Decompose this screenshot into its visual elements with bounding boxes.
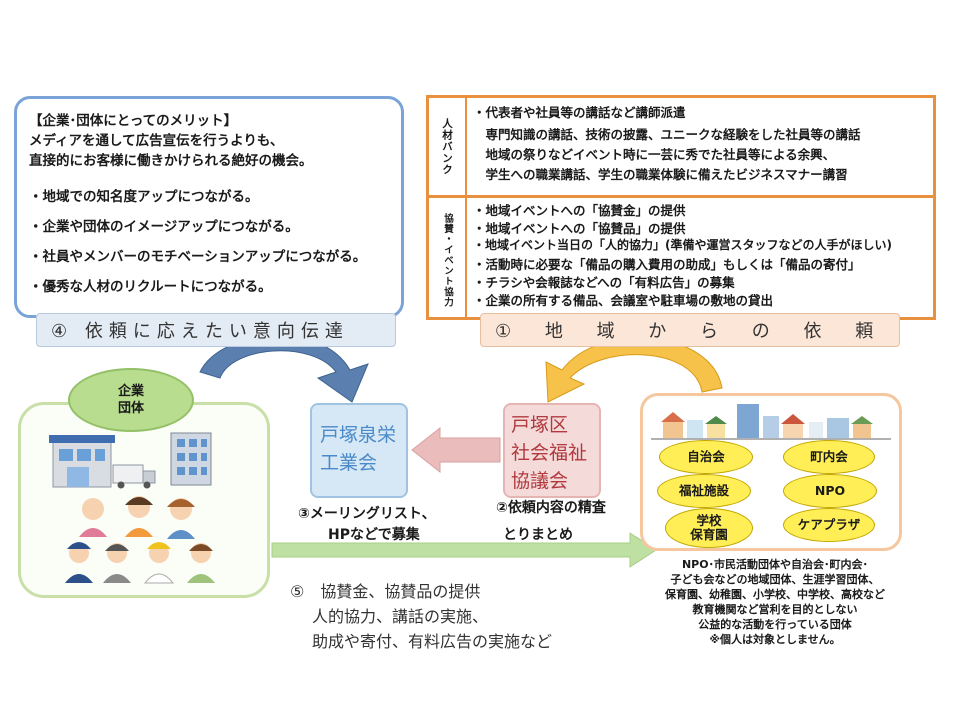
- town-skyline-icon: [651, 404, 891, 440]
- footnote-line: 教育機関など営利を目的としない: [692, 603, 858, 616]
- step5-line2: 人的協力、講話の実施、: [312, 607, 489, 626]
- step3-line2: HPなどで募集: [328, 527, 420, 543]
- company-group-oval: 企業 団体: [68, 368, 194, 432]
- step2-line2: とりまとめ: [503, 527, 573, 543]
- community-org-jichikai: 自治会: [659, 440, 753, 474]
- benefit-item: ・企業や団体のイメージアップにつながる。: [29, 219, 299, 235]
- request-line: ・地域イベントへの「協賛金」の提供: [473, 203, 686, 218]
- request-line: ・チラシや会報誌などへの「有料広告」の募集: [473, 275, 735, 290]
- footnote-line: 子ども会などの地域団体、生涯学習団体、: [670, 573, 880, 586]
- community-org-care-plaza: ケアプラザ: [783, 508, 875, 542]
- request-line: 地域の祭りなどイベント時に一芸に秀でた社員等による余興、: [473, 147, 836, 162]
- request-line: ・代表者や社員等の講話など講師派遣: [473, 105, 686, 120]
- request-line: 学生への職業講話、学生の職業体験に備えたビジネスマナー講習: [473, 167, 848, 182]
- requests-horizontal-divider: [429, 195, 933, 198]
- step2-line1: ②依頼内容の精査: [496, 500, 606, 516]
- request-line: 専門知識の講話、技術の披露、ユニークな経験をした社員等の講話: [473, 127, 861, 142]
- request-line: ・活動時に必要な「備品の購入費用の助成」もしくは「備品の寄付」: [473, 257, 861, 272]
- shakyo-line2: 社会福祉: [511, 442, 588, 464]
- pink-arrow: [411, 426, 501, 474]
- green-arrow: [271, 532, 657, 568]
- benefit-item: ・地域での知名度アップにつながる。: [29, 189, 259, 205]
- footnote-line: 公益的な活動を行っている団体: [698, 618, 852, 631]
- requests-callout: 人材バンク 協賛・イベント協力 ・代表者や社員等の講話など講師派遣 専門知識の講…: [426, 95, 936, 320]
- benefits-intro-line2: 直接的にお客様に働きかけられる絶好の機会。: [29, 153, 313, 169]
- community-org-npo: NPO: [783, 474, 877, 508]
- jinzai-bank-label: 人材バンク: [441, 118, 453, 176]
- shakyo-line3: 協議会: [511, 470, 569, 492]
- truck-icon: [112, 464, 156, 489]
- community-org-school: 学校 保育園: [665, 508, 753, 548]
- community-groups-box: 自治会 町内会 福祉施設 NPO 学校 保育園 ケアプラザ: [640, 393, 902, 551]
- requests-vertical-divider: [465, 98, 467, 317]
- totsuka-line1: 戸塚泉栄: [320, 424, 397, 446]
- community-org-chonaikai: 町内会: [783, 440, 875, 474]
- benefit-item: ・優秀な人材のリクルートにつながる。: [29, 279, 272, 295]
- request-line: ・企業の所有する備品、会議室や駐車場の敷地の貸出: [473, 293, 774, 308]
- social-welfare-council-box: 戸塚区 社会福祉 協議会: [503, 403, 601, 498]
- totsuka-industry-association-box: 戸塚泉栄 工業会: [310, 403, 408, 498]
- community-org-welfare-facility: 福祉施設: [657, 474, 751, 508]
- shakyo-line1: 戸塚区: [511, 414, 569, 436]
- company-group-box: [18, 402, 270, 598]
- benefits-intro-line1: メディアを通して広告宣伝を行うよりも、: [29, 133, 284, 149]
- people-row-1-icon: [79, 496, 195, 539]
- store-building-icon: [49, 435, 115, 488]
- kigyo-label-line1: 企業: [117, 384, 144, 399]
- request-line: ・地域イベント当日の「人的協力」(準備や運営スタッフなどの人手がほしい): [473, 238, 892, 252]
- step5-line3: 助成や寄付、有料広告の実施など: [312, 632, 553, 651]
- community-footnote: NPO･市民活動団体や自治会･町内会･ 子ども会などの地域団体、生涯学習団体、 …: [612, 557, 938, 647]
- benefits-heading: 【企業･団体にとってのメリット】: [29, 113, 238, 129]
- benefit-item: ・社員やメンバーのモチベーションアップにつながる。: [29, 249, 367, 265]
- kyousan-event-label: 協賛・イベント協力: [442, 212, 453, 308]
- footnote-line: NPO･市民活動団体や自治会･町内会･: [681, 558, 869, 571]
- step1-ribbon: ① 地 域 か ら の 依 頼: [480, 313, 900, 347]
- step3-line1: ③メーリングリスト、: [298, 506, 436, 522]
- step5-line1: ⑤ 協賛金、協賛品の提供: [290, 582, 481, 601]
- company-illustration: [49, 432, 215, 584]
- totsuka-line2: 工業会: [320, 452, 378, 474]
- footnote-line: 保育園、幼稚園、小学校、中学校、高校など: [665, 588, 885, 601]
- step4-ribbon: ④ 依頼に応えたい意向伝達: [36, 313, 396, 347]
- people-row-2-icon: [65, 542, 215, 584]
- benefits-callout: 【企業･団体にとってのメリット】 メディアを通して広告宣伝を行うよりも、 直接的…: [14, 96, 404, 318]
- office-building-icon: [170, 432, 212, 486]
- footnote-line: ※個人は対象としません。: [709, 633, 841, 646]
- request-line: ・地域イベントへの「協賛品」の提供: [473, 221, 686, 236]
- kigyo-label-line2: 団体: [117, 401, 144, 416]
